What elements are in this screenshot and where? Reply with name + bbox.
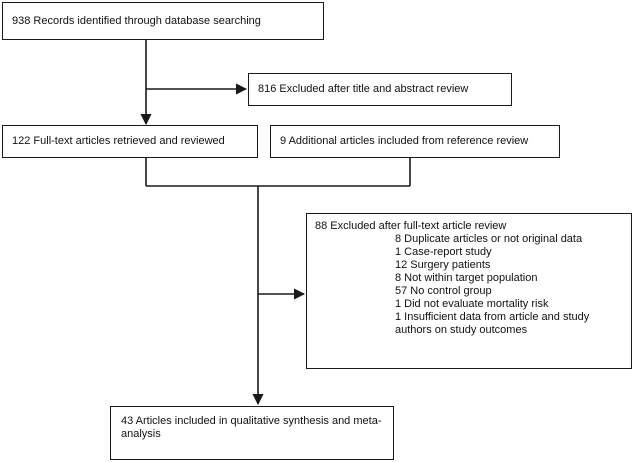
records-identified-box: 938 Records identified through database … bbox=[2, 2, 324, 40]
exclusion-reason: 8 Not within target population bbox=[395, 272, 538, 284]
included-articles-box: 43 Articles included in qualitative synt… bbox=[110, 406, 394, 460]
exclusion-reason: 12 Surgery patients bbox=[395, 259, 491, 271]
exclusion-reason: 1 Did not evaluate mortality risk bbox=[395, 298, 549, 310]
included-articles-label: 43 Articles included in qualitative synt… bbox=[121, 415, 382, 440]
excluded-fulltext-box: 88 Excluded after full-text article revi… bbox=[306, 213, 632, 369]
excluded-title-abstract-box: 816 Excluded after title and abstract re… bbox=[248, 73, 512, 106]
exclusion-reason: 1 Insufficient data from article and stu… bbox=[395, 311, 590, 336]
excluded-title-abstract-label: 816 Excluded after title and abstract re… bbox=[258, 83, 469, 95]
exclusion-reason: 57 No control group bbox=[395, 285, 492, 297]
fulltext-reviewed-label: 122 Full-text articles retrieved and rev… bbox=[12, 135, 225, 147]
additional-articles-label: 9 Additional articles included from refe… bbox=[280, 135, 529, 147]
fulltext-reviewed-box: 122 Full-text articles retrieved and rev… bbox=[2, 125, 258, 158]
additional-articles-box: 9 Additional articles included from refe… bbox=[270, 125, 560, 158]
excluded-fulltext-heading: 88 Excluded after full-text article revi… bbox=[315, 220, 507, 232]
exclusion-reason: 8 Duplicate articles or not original dat… bbox=[395, 233, 583, 245]
records-identified-label: 938 Records identified through database … bbox=[12, 14, 261, 27]
exclusion-reasons-list: 8 Duplicate articles or not original dat… bbox=[315, 233, 623, 337]
exclusion-reason: 1 Case-report study bbox=[395, 246, 492, 258]
